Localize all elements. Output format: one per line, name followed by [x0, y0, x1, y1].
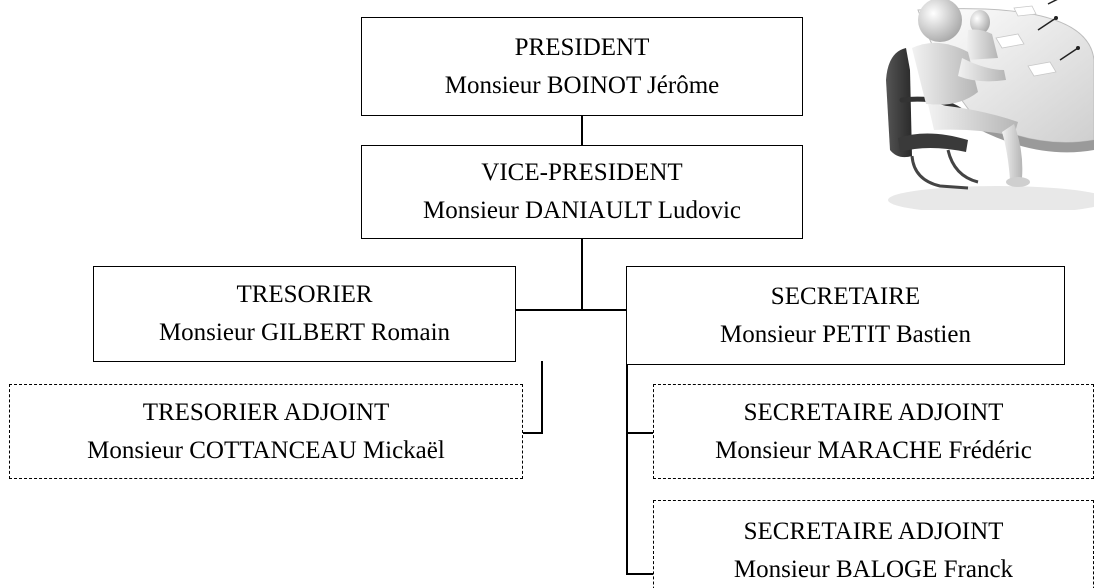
- connector-secretary-deputy-2: [626, 573, 653, 575]
- vice-president-name: Monsieur DANIAULT Ludovic: [422, 197, 742, 224]
- vice-president-role: VICE-PRESIDENT: [481, 159, 683, 186]
- secretary-deputy-2-name: Monsieur BALOGE Franck: [733, 556, 1014, 583]
- secretary-deputy-1-name: Monsieur MARACHE Frédéric: [715, 436, 1032, 464]
- president-name: Monsieur BOINOT Jérôme: [444, 71, 720, 99]
- meeting-table-people-icon: [828, 0, 1094, 210]
- connector-secretary-deputies-vertical: [626, 364, 628, 575]
- secretary-role: SECRETAIRE: [770, 282, 921, 310]
- secretary-deputy-2-box: SECRETAIRE ADJOINT Monsieur BALOGE Franc…: [653, 500, 1094, 588]
- connector-vp-trunk: [581, 238, 583, 310]
- president-box: PRESIDENT Monsieur BOINOT Jérôme: [361, 17, 803, 116]
- connector-treasurer-deputy-horizontal: [523, 432, 543, 434]
- vice-president-box: VICE-PRESIDENT Monsieur DANIAULT Ludovic: [361, 145, 803, 239]
- connector-president-vp: [581, 115, 583, 145]
- president-role: PRESIDENT: [514, 33, 650, 61]
- treasurer-deputy-name: Monsieur COTTANCEAU Mickaël: [87, 436, 445, 464]
- treasurer-deputy-box: TRESORIER ADJOINT Monsieur COTTANCEAU Mi…: [9, 384, 523, 479]
- secretary-name: Monsieur PETIT Bastien: [720, 320, 971, 348]
- secretary-box: SECRETAIRE Monsieur PETIT Bastien: [626, 266, 1065, 365]
- secretary-deputy-2-role: SECRETAIRE ADJOINT: [743, 518, 1004, 545]
- connector-treasurer-deputy-vertical: [541, 361, 543, 434]
- connector-treasurer-secretary: [515, 309, 627, 311]
- treasurer-box: TRESORIER Monsieur GILBERT Romain: [93, 266, 516, 362]
- secretary-deputy-1-role: SECRETAIRE ADJOINT: [743, 398, 1004, 426]
- secretary-deputy-1-box: SECRETAIRE ADJOINT Monsieur MARACHE Fréd…: [653, 384, 1094, 479]
- treasurer-role: TRESORIER: [236, 281, 373, 308]
- treasurer-deputy-role: TRESORIER ADJOINT: [142, 398, 390, 426]
- connector-secretary-deputy-1: [626, 432, 653, 434]
- treasurer-name: Monsieur GILBERT Romain: [158, 319, 451, 346]
